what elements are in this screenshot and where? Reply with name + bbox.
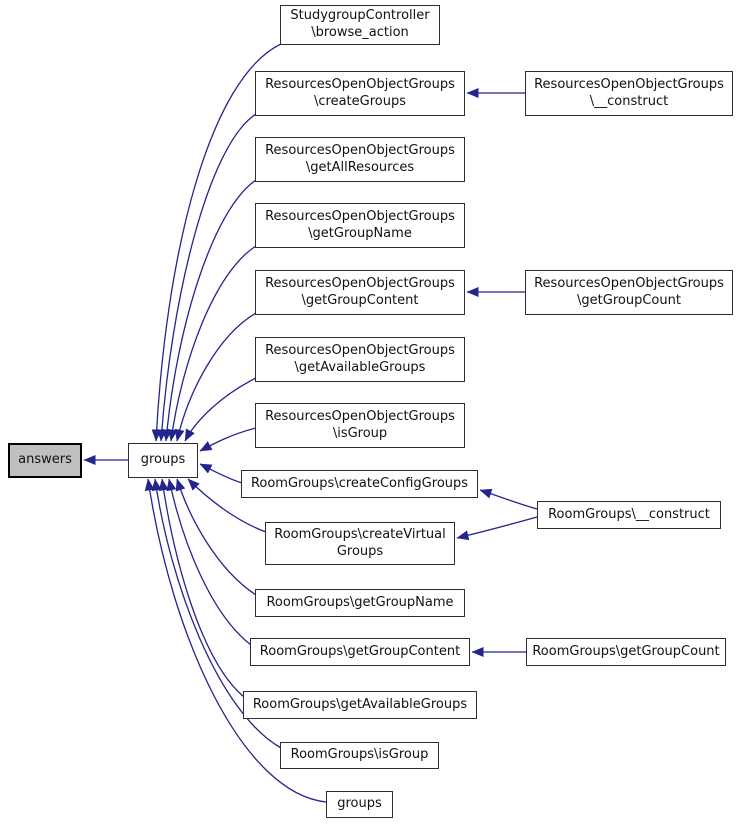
edge-roog-create-groups-to-groups [156,113,257,442]
edge-rg-get-group-name-to-groups [175,478,257,596]
node-rg-create-config-groups[interactable]: RoomGroups\createConfigGroups [241,470,478,498]
edge-rg-create-virtual-groups-to-groups [187,478,267,533]
node-answers: answers [8,443,82,478]
edge-rg-construct-to-rg-create-config-groups [479,488,538,510]
node-rg-create-virtual-groups[interactable]: RoomGroups\createVirtual Groups [265,522,455,565]
node-roog-is-group[interactable]: ResourcesOpenObjectGroups \isGroup [255,403,465,448]
node-studygroup-browse-action[interactable]: StudygroupController \browse_action [280,5,440,45]
edge-roog-get-available-groups-to-groups [184,377,257,442]
edge-roog-is-group-to-groups [199,427,257,452]
edge-roog-get-all-resources-to-groups [162,179,257,442]
node-rg-get-group-name[interactable]: RoomGroups\getGroupName [255,589,465,617]
edge-rg-create-config-groups-to-groups [199,463,243,484]
node-roog-create-groups[interactable]: ResourcesOpenObjectGroups \createGroups [255,71,465,116]
node-roog-get-group-name[interactable]: ResourcesOpenObjectGroups \getGroupName [255,203,465,248]
node-rg-get-group-count[interactable]: RoomGroups\getGroupCount [526,638,726,666]
edge-rg-is-group-to-groups [151,478,282,749]
node-roog-get-group-count[interactable]: ResourcesOpenObjectGroups \getGroupCount [525,270,733,315]
edge-roog-get-group-name-to-groups [167,245,257,442]
node-rg-get-group-content[interactable]: RoomGroups\getGroupContent [250,638,470,666]
node-rg-is-group[interactable]: RoomGroups\isGroup [280,742,439,769]
edge-roog-get-group-content-to-groups [174,312,257,442]
edge-rg-get-available-groups-to-groups [158,478,245,698]
node-roog-get-all-resources[interactable]: ResourcesOpenObjectGroups \getAllResourc… [255,137,465,182]
node-rg-construct[interactable]: RoomGroups\__construct [537,501,721,529]
edge-rg-construct-to-rg-create-virtual-groups [456,516,538,541]
node-roog-get-available-groups[interactable]: ResourcesOpenObjectGroups \getAvailableG… [255,337,465,382]
node-roog-construct[interactable]: ResourcesOpenObjectGroups \__construct [525,71,733,116]
edge-groups-bottom-to-groups [144,478,327,803]
edge-studygroup-browse-action-to-groups [151,43,282,442]
edge-rg-get-group-content-to-groups [166,478,252,646]
node-groups-bottom[interactable]: groups [326,791,393,818]
node-roog-get-group-content[interactable]: ResourcesOpenObjectGroups \getGroupConte… [255,270,465,315]
node-groups[interactable]: groups [128,443,198,478]
node-rg-get-available-groups[interactable]: RoomGroups\getAvailableGroups [243,691,477,719]
